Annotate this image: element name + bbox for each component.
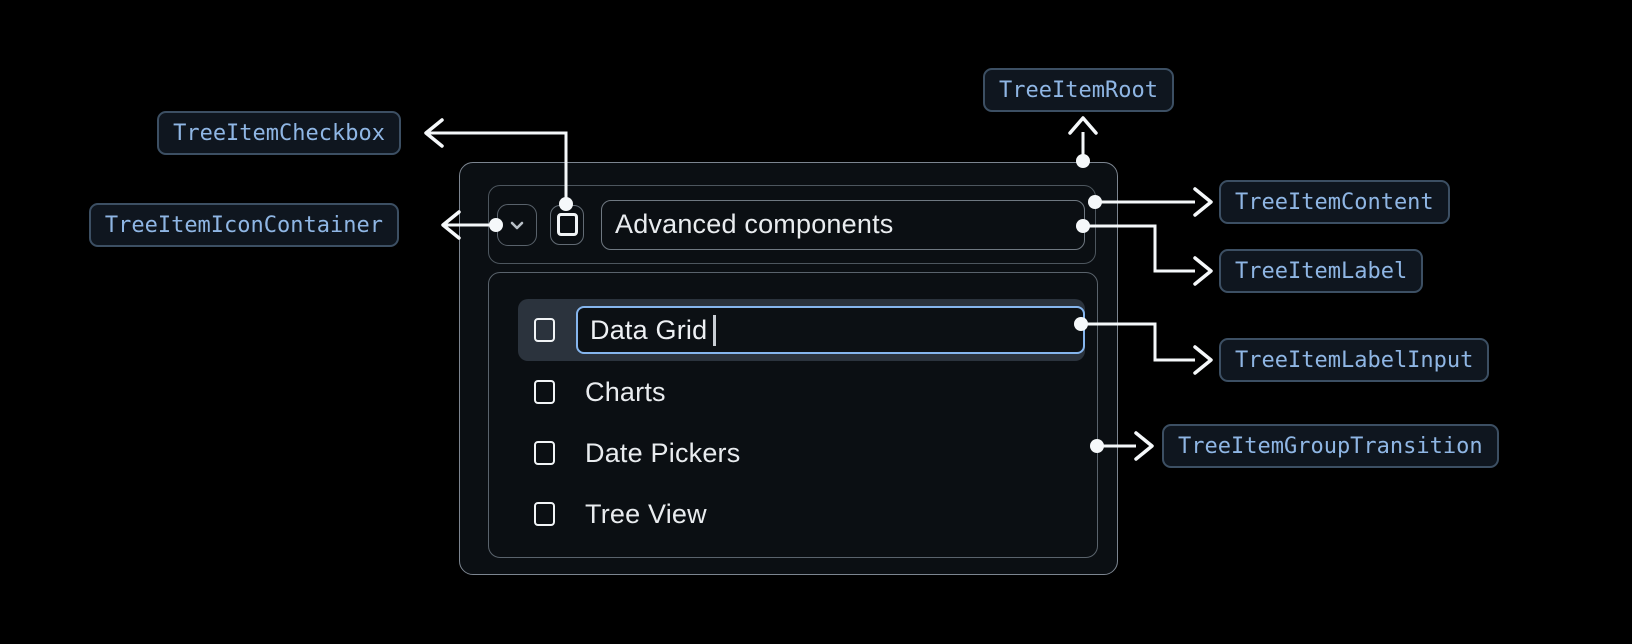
checkbox-unchecked-icon[interactable] [534,318,555,342]
checkbox-unchecked-icon[interactable] [534,380,555,404]
tree-item-content[interactable]: Advanced components [488,185,1096,264]
tree-item-label-text: Tree View [585,498,707,529]
label-input-value: Data Grid [590,314,708,345]
checkbox-unchecked-icon [556,213,578,236]
tree-item-row[interactable]: Date Pickers [518,427,1085,479]
tree-item-group-transition: Data Grid Charts Date Pickers Tree View [488,272,1098,558]
tree-item-row-editing[interactable]: Data Grid [518,299,1085,361]
arrowhead-right-icon [1193,187,1213,217]
annotation-tree-item-content: TreeItemContent [1219,180,1450,224]
tree-item-label-input[interactable]: Data Grid [576,306,1085,354]
tree-item-root: Advanced components Data Grid Charts Dat… [459,162,1118,575]
tree-item-icon-container[interactable] [497,203,537,246]
text-cursor [713,314,716,346]
arrowhead-right-icon [1134,431,1154,461]
annotation-tree-item-label-input: TreeItemLabelInput [1219,338,1490,382]
arrowhead-right-icon [1193,256,1213,286]
annotation-tree-item-root: TreeItemRoot [983,68,1174,112]
chevron-down-icon [510,221,524,229]
tree-item-label-text: Advanced components [615,209,894,239]
annotation-tree-item-label: TreeItemLabel [1219,249,1424,293]
annotation-tree-item-checkbox: TreeItemCheckbox [157,111,401,155]
tree-item-row[interactable]: Tree View [518,488,1085,540]
arrowhead-up-icon [1068,116,1098,135]
tree-item-label-text: Date Pickers [585,437,741,468]
tree-item-label-text: Charts [585,376,666,407]
tree-item-row[interactable]: Charts [518,366,1085,418]
checkbox-unchecked-icon[interactable] [534,502,555,526]
tree-item-label: Advanced components [601,199,1085,250]
tree-item-checkbox[interactable] [550,204,584,245]
arrowhead-right-icon [1193,345,1213,375]
annotation-tree-item-icon-container: TreeItemIconContainer [88,203,399,247]
annotation-tree-item-group-transition: TreeItemGroupTransition [1162,424,1499,468]
arrowhead-left-icon [441,210,461,240]
checkbox-unchecked-icon[interactable] [534,441,555,465]
arrowhead-left-icon [424,118,444,148]
